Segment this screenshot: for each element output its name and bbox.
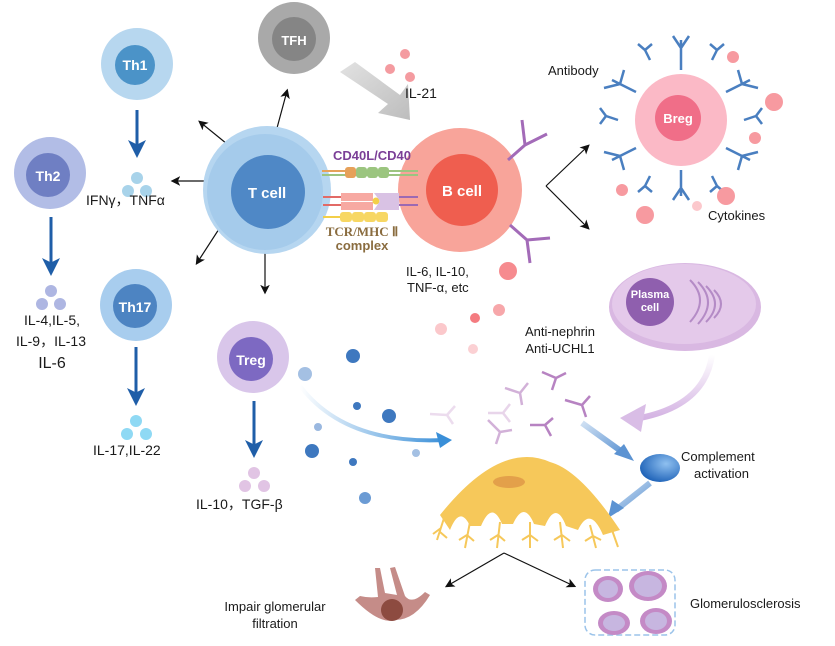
autoantibody-line1: Anti-nephrin (524, 324, 596, 339)
th1-cytokine-dots (122, 172, 152, 197)
glomerulosclerosis-label: Glomerulosclerosis (690, 596, 801, 611)
antibody-label: Antibody (548, 63, 599, 78)
bcell-receptors (507, 119, 551, 264)
bcell-cytokines-line2: TNF-α, etc (407, 280, 469, 295)
tcr-label-line1: TCR/MHC Ⅱ (326, 224, 398, 239)
treg-cytokine-dots (239, 467, 270, 492)
bcell-cytokine-dots (435, 262, 517, 354)
impaired-podocyte (355, 567, 430, 621)
glomerulosclerosis-icon (584, 569, 676, 636)
breg-cytokine-dots (616, 51, 783, 224)
bcell[interactable]: B cell (398, 128, 522, 252)
cd40-label: CD40L/CD40 (333, 148, 411, 163)
bcell-cytokines-line1: IL-6, IL-10, (406, 264, 469, 279)
th17-cell[interactable]: Th17 (100, 269, 172, 341)
plasma-cell[interactable]: Plasma cell (609, 263, 761, 351)
treg-cytokines-label: IL-10，TGF-β (196, 496, 283, 512)
impair-label-line2: filtration (252, 616, 298, 631)
plasma-label-line1: Plasma (631, 289, 670, 301)
th2-label: Th2 (36, 168, 61, 184)
th17-cytokine-dots (121, 415, 152, 440)
breg-label: Breg (663, 111, 693, 126)
complement-arrows (580, 420, 652, 518)
th1-label: Th1 (123, 57, 148, 73)
plasma-label-line2: cell (641, 302, 659, 314)
plasma-arrowhead (620, 404, 646, 432)
bcell-differentiation-arrows (545, 144, 590, 230)
tcell-label: T cell (248, 185, 286, 202)
tcell[interactable]: T cell (203, 126, 331, 254)
th2-cytokine-dots (36, 285, 66, 310)
treg-arrowhead (436, 432, 452, 448)
th17-label: Th17 (119, 299, 152, 315)
cytokine-secretion-arrows (42, 110, 263, 458)
th2-cytokines-line1: IL-4,IL-5, (23, 312, 81, 328)
il21-label: IL-21 (405, 85, 437, 101)
bcell-label: B cell (442, 183, 482, 200)
il21-dots (385, 49, 415, 82)
tcr-label-line2: complex (336, 238, 390, 253)
autoantibody-line2: Anti-UCHL1 (525, 341, 595, 356)
th2-cytokines-line3: IL-6 (38, 355, 66, 372)
tfh-label: TFH (281, 33, 306, 48)
tcr-mhc-complex (323, 193, 418, 222)
treg-label: Treg (236, 352, 266, 368)
th1-cell[interactable]: Th1 (101, 28, 173, 100)
th2-cell[interactable]: Th2 (14, 137, 86, 209)
treg-cell[interactable]: Treg (217, 321, 289, 393)
cytokines-label: Cytokines (708, 208, 766, 223)
podocyte (432, 457, 620, 549)
plasma-to-autoantibody-arrow (639, 354, 715, 421)
outcome-arrows (444, 552, 577, 588)
treg-blue-dots (298, 349, 420, 504)
er-icon (689, 279, 722, 325)
th17-cytokines-label: IL-17,IL-22 (93, 442, 161, 458)
complement-label-line1: Complement (681, 449, 755, 464)
tfh-cell[interactable]: TFH (258, 2, 330, 74)
th1-cytokines-label: IFNγ，TNFα (86, 192, 165, 208)
autoantibodies (429, 370, 591, 445)
treg-suppression-arrow (298, 384, 446, 443)
complement-icon (640, 454, 680, 482)
cd40-receptor-pair (322, 167, 418, 178)
tfh-to-bcell-arrow (340, 62, 410, 120)
impair-label-line1: Impair glomerular (224, 599, 326, 614)
th2-cytokines-line2: IL-9，IL-13 (15, 333, 87, 349)
complement-label-line2: activation (694, 466, 749, 481)
